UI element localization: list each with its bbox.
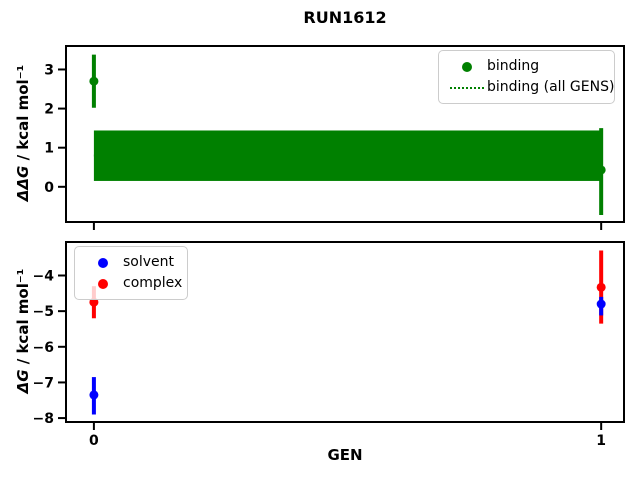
legend-marker-cell xyxy=(83,257,123,268)
legend-row-complex: complex xyxy=(83,273,182,294)
y-tick-label: 1 xyxy=(44,141,54,157)
legend-marker-cell xyxy=(83,278,123,289)
legend-marker-cell xyxy=(447,86,487,89)
bottom-y-axis-label-math: ΔG xyxy=(14,369,32,394)
x-tick-label: 1 xyxy=(596,433,606,449)
top-y-axis-label-math: ΔΔG xyxy=(14,165,32,202)
x-axis-label: GEN xyxy=(327,446,363,464)
bottom-y-axis-label-units: / kcal mol⁻¹ xyxy=(14,268,32,370)
y-tick-label: −6 xyxy=(33,340,54,356)
x-tick-label: 0 xyxy=(89,433,99,449)
marker-solvent xyxy=(596,299,606,309)
y-tick-label: −5 xyxy=(33,304,54,320)
bottom-y-axis-label: ΔG / kcal mol⁻¹ xyxy=(14,211,32,451)
legend-solvent-complex: solvent complex xyxy=(74,246,188,300)
complex-dot-icon xyxy=(98,278,108,289)
legend-row-binding-all-gens: binding (all GENS) xyxy=(447,77,614,98)
axes-frame xyxy=(65,45,625,223)
y-tick-label: 0 xyxy=(44,180,54,196)
solvent-dot-icon xyxy=(98,257,108,268)
y-tick-label: −4 xyxy=(33,269,55,285)
y-tick-label: −8 xyxy=(33,411,54,427)
marker-binding xyxy=(596,165,606,175)
y-tick-label: 2 xyxy=(44,102,54,118)
legend-label-solvent: solvent xyxy=(123,254,175,270)
top-y-axis-label-units: / kcal mol⁻¹ xyxy=(14,64,32,166)
legend-row-binding: binding xyxy=(447,56,604,77)
legend-label-binding-all-gens: binding (all GENS) xyxy=(487,79,615,95)
marker-solvent xyxy=(89,390,99,400)
axes-frame xyxy=(65,241,625,423)
legend-marker-cell xyxy=(447,61,487,72)
bottom-axes-solvent-complex: 0 1 −4 −5 −6 −7 −8 xyxy=(33,241,625,449)
marker-binding xyxy=(89,76,99,86)
marker-complex xyxy=(596,282,606,292)
figure-title: RUN1612 xyxy=(303,8,387,27)
legend-label-complex: complex xyxy=(123,275,183,291)
y-tick-label: 3 xyxy=(44,62,54,78)
binding-dot-icon xyxy=(462,61,472,72)
legend-row-solvent: solvent xyxy=(83,252,177,273)
legend-binding: binding binding (all GENS) xyxy=(438,50,615,104)
dotted-line-icon xyxy=(450,86,484,89)
legend-label-binding: binding xyxy=(487,58,540,74)
top-axes-binding: 0 1 2 3 xyxy=(44,45,625,230)
y-tick-label: −7 xyxy=(33,375,54,391)
